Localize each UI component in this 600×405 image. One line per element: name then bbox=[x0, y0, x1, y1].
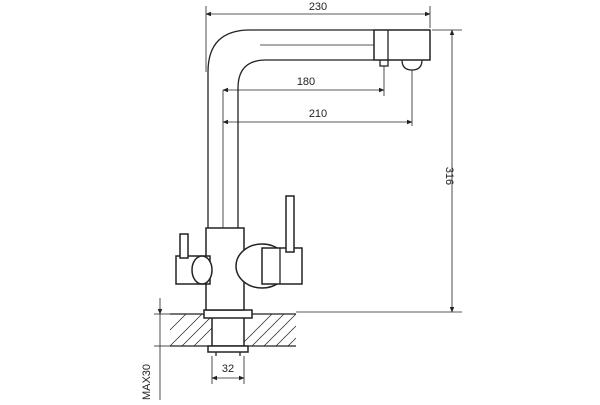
dimension-230-label: 230 bbox=[309, 1, 327, 13]
spout-head bbox=[373, 29, 431, 71]
dimension-316-label: 316 bbox=[443, 167, 455, 185]
dimension-32 bbox=[211, 356, 245, 384]
dimension-210 bbox=[222, 70, 413, 126]
dimension-230 bbox=[205, 6, 431, 72]
dimension-max30 bbox=[154, 298, 170, 400]
dimension-180 bbox=[222, 66, 385, 96]
mounting-shank bbox=[203, 309, 253, 356]
dimension-180-label: 180 bbox=[297, 76, 315, 88]
dimension-316 bbox=[296, 29, 462, 313]
faucet-body bbox=[175, 195, 303, 311]
dimension-max30-label: MAX30 bbox=[141, 364, 153, 400]
dimension-32-label: 32 bbox=[222, 363, 234, 375]
dimension-210-label: 210 bbox=[309, 108, 327, 120]
